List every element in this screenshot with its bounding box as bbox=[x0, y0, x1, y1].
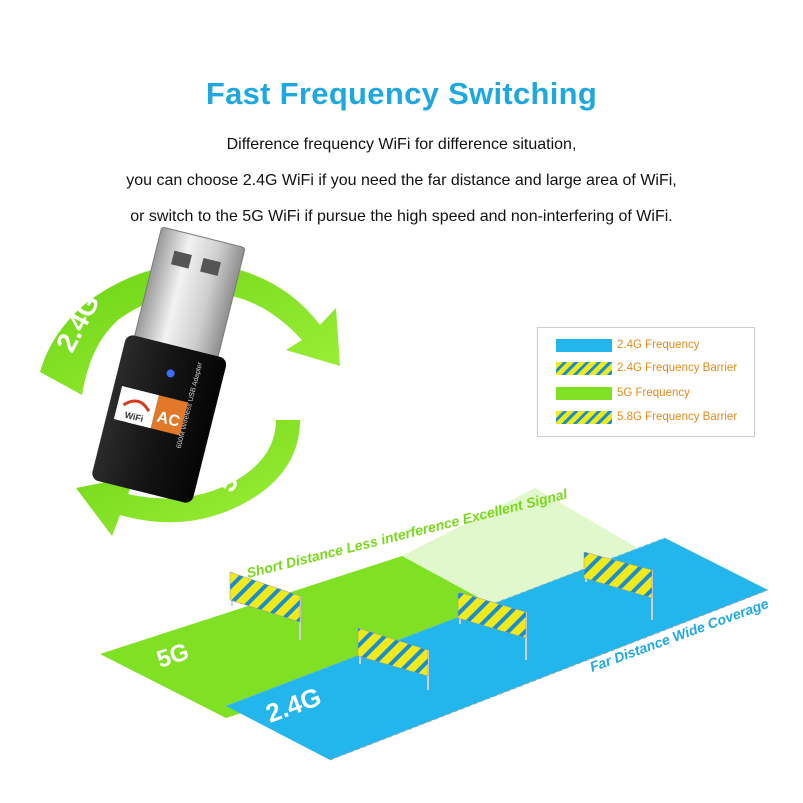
led-indicator bbox=[166, 369, 175, 378]
subtitle-line-1: Difference frequency WiFi for difference… bbox=[226, 136, 577, 153]
legend-swatch-green bbox=[556, 386, 612, 400]
barrier-2g-2 bbox=[457, 591, 527, 660]
legend-item-2g-frequency: 2.4G Frequency bbox=[556, 338, 699, 352]
legend: 2.4G Frequency 2.4G Frequency Barrier 5G… bbox=[537, 327, 755, 437]
usb-hole-right bbox=[200, 257, 221, 276]
green-lane-faded bbox=[402, 488, 648, 620]
barrier-2g-3 bbox=[583, 551, 653, 620]
blue-lane-edge-lower bbox=[329, 589, 769, 761]
usb-hole-left bbox=[171, 250, 192, 269]
legend-item-58g-barrier: 5.8G Frequency Barrier bbox=[556, 410, 737, 424]
legend-item-5g-frequency: 5G Frequency bbox=[556, 386, 690, 400]
wifi-arc-icon bbox=[122, 399, 151, 413]
legend-swatch-blue bbox=[556, 338, 612, 352]
subtitle-line-2: you can choose 2.4G WiFi if you need the… bbox=[126, 172, 677, 189]
legend-label: 2.4G Frequency Barrier bbox=[617, 362, 738, 374]
page-title: Fast Frequency Switching bbox=[205, 76, 598, 111]
ac-logo-text: AC bbox=[155, 409, 182, 431]
arrow-top-icon bbox=[40, 264, 340, 395]
arrow-bottom-icon bbox=[76, 420, 300, 536]
barriers bbox=[229, 551, 653, 690]
legend-swatch-barrier bbox=[556, 410, 612, 424]
barrier-5g bbox=[229, 571, 301, 640]
legend-label: 5G Frequency bbox=[617, 387, 690, 399]
subtitle-line-3: or switch to the 5G WiFi if pursue the h… bbox=[130, 208, 673, 225]
usb-adapter: 600M Wireless USB Adapter WiFi AC bbox=[92, 227, 246, 503]
blue-lane-edge bbox=[225, 537, 666, 707]
legend-label: 2.4G Frequency bbox=[617, 339, 700, 351]
legend-item-2g-barrier: 2.4G Frequency Barrier bbox=[556, 361, 737, 375]
ac-logo-box bbox=[150, 395, 189, 436]
wifi-logo-text: WiFi bbox=[124, 410, 145, 424]
legend-label: 5.8G Frequency Barrier bbox=[617, 411, 738, 423]
barrier-2g-1 bbox=[357, 627, 429, 690]
wifi-logo-box bbox=[113, 386, 159, 429]
legend-swatch-barrier bbox=[556, 361, 612, 375]
green-lane bbox=[100, 556, 520, 718]
lanes: 5G 2.4G bbox=[100, 488, 769, 761]
blue-lane bbox=[226, 538, 768, 760]
